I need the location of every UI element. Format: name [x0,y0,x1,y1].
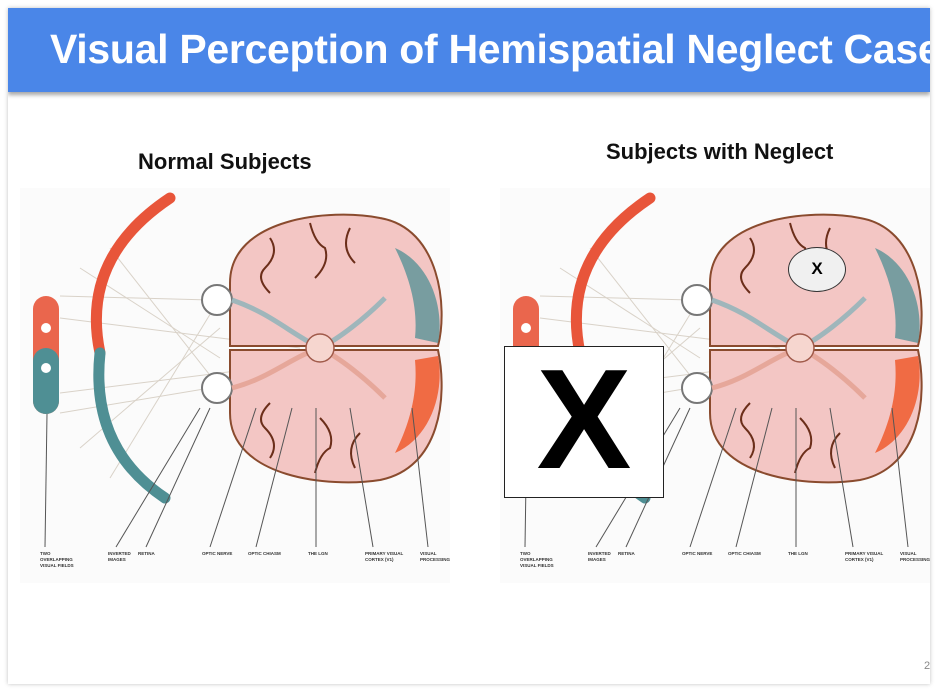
projection-line [110,248,220,388]
field-dot [521,323,531,333]
slide: Visual Perception of Hemispatial Neglect… [8,8,930,684]
projection-line [540,296,690,300]
diagram-label-line: PROCESSING [420,557,450,562]
diagram-label-line: VISUAL [420,551,437,556]
visual-field-right-half [33,348,59,414]
diagram-label-line: IMAGES [588,557,606,562]
diagram-label: OPTIC NERVE [202,551,232,556]
projection-line [60,296,210,300]
diagram-label-line: OPTIC NERVE [682,551,712,556]
normal-subjects-heading: Normal Subjects [138,149,312,175]
inverted-image-arc-top [96,198,170,353]
diagram-label: OPTIC CHIASM [248,551,281,556]
eye-upper [682,285,712,315]
diagram-label-line: VISUAL FIELDS [520,563,554,568]
left-field-crossed-out-box: X [504,346,664,498]
big-x-mark: X [505,349,663,491]
diagram-label-line: TWO [40,551,51,556]
diagram-label-line: CORTEX (V1) [365,557,394,562]
diagram-label: THE LGN [308,551,328,556]
eye-upper [202,285,232,315]
eye-lower [202,373,232,403]
diagram-label-line: INVERTED [588,551,612,556]
lesion-x-marker: X [788,247,846,292]
diagram-label-line: TWO [520,551,531,556]
page-number: 2 [924,660,930,672]
diagram-label-line: OVERLAPPING [40,557,73,562]
diagram-label-line: VISUAL [900,551,917,556]
diagram-label-line: RETINA [138,551,156,556]
diagram-label-line: RETINA [618,551,636,556]
label-leader-line [45,414,47,547]
diagram-label-line: THE LGN [308,551,328,556]
neglect-subjects-heading: Subjects with Neglect [606,139,833,165]
diagram-label-line: PRIMARY VISUAL [845,551,884,556]
diagram-label: THE LGN [788,551,808,556]
title-bar: Visual Perception of Hemispatial Neglect… [8,8,930,92]
diagram-label-line: PRIMARY VISUAL [365,551,404,556]
diagram-label-line: OVERLAPPING [520,557,553,562]
diagram-label-line: VISUAL FIELDS [40,563,74,568]
inverted-image-arc-top [576,198,650,353]
diagram-label-line: OPTIC NERVE [202,551,232,556]
diagram-label-line: CORTEX (V1) [845,557,874,562]
diagram-label: RETINA [138,551,156,556]
diagram-label-line: PROCESSING [900,557,930,562]
optic-chiasm [306,334,334,362]
diagram-label-line: IMAGES [108,557,126,562]
diagram-label-line: OPTIC CHIASM [728,551,761,556]
inverted-image-arc-bottom [99,353,165,498]
diagram-label-line: OPTIC CHIASM [248,551,281,556]
diagram-label: OPTIC CHIASM [728,551,761,556]
diagram-label-line: THE LGN [788,551,808,556]
field-dot [41,363,51,373]
diagram-label: RETINA [618,551,636,556]
slide-title: Visual Perception of Hemispatial Neglect… [50,26,930,73]
field-dot [41,323,51,333]
diagram-label-line: INVERTED [108,551,132,556]
label-leader-line [116,408,200,547]
diagram-label: OPTIC NERVE [682,551,712,556]
label-leader-line [146,408,210,547]
optic-chiasm [786,334,814,362]
eye-lower [682,373,712,403]
